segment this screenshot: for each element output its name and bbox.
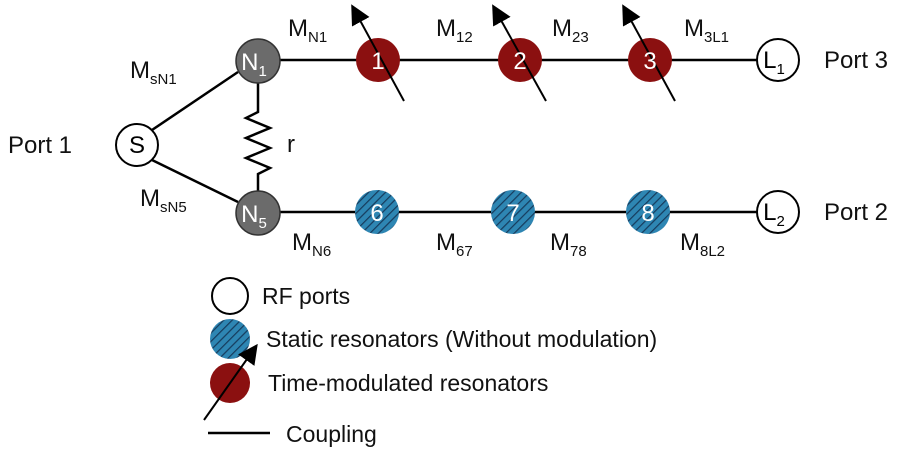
resonator-3-label: 3 xyxy=(643,48,656,75)
resonator-2-label: 2 xyxy=(513,48,526,75)
modulated-resonator-1: 1 xyxy=(351,4,405,102)
resonator-6-label: 6 xyxy=(370,200,383,227)
coupling-msn5-label: MsN5 xyxy=(140,185,187,216)
coupling-lines xyxy=(151,58,758,214)
junction-node-n5 xyxy=(235,190,281,236)
junction-n1-label: N1 xyxy=(241,49,267,80)
coupling-m23-label: M23 xyxy=(552,15,589,46)
coupling-m3l1-label: M3L1 xyxy=(684,15,729,46)
port-3-label: Port 3 xyxy=(824,47,888,74)
resistor-label: r xyxy=(287,131,295,158)
line-s-n5 xyxy=(151,158,239,204)
load-node-l1 xyxy=(756,38,800,82)
load-l2-sub: 2 xyxy=(777,213,785,230)
coupling-m78-label: M78 xyxy=(550,229,587,260)
port-1-label: Port 1 xyxy=(8,132,72,159)
static-resonator-8: 8 xyxy=(626,190,670,234)
junction-n5-label: N5 xyxy=(241,201,267,232)
resonator-7-label: 7 xyxy=(506,200,519,227)
modulated-resonator-3: 3 xyxy=(622,4,676,102)
resonator-8-label: 8 xyxy=(641,200,654,227)
coupling-mn1-label: MN1 xyxy=(288,15,327,46)
port-2-label: Port 2 xyxy=(824,199,888,226)
load-l1-label: L1 xyxy=(763,47,785,78)
source-node-label: S xyxy=(129,132,145,159)
junction-node-n1 xyxy=(235,38,281,84)
load-node-l2 xyxy=(756,190,800,234)
line-s-n1 xyxy=(151,70,239,132)
load-l2-label: L2 xyxy=(763,199,785,230)
coupling-m8l2-label: M8L2 xyxy=(680,229,725,260)
legend: RF ports Static resonators (Without modu… xyxy=(203,277,657,447)
load-l1-sub: 1 xyxy=(777,61,785,78)
legend-modulated-swatch xyxy=(203,343,258,421)
coupling-mn6-label: MN6 xyxy=(292,229,331,260)
static-resonator-6: 6 xyxy=(355,190,399,234)
legend-coupling-label: Coupling xyxy=(286,421,377,447)
modulated-resonator-2: 2 xyxy=(492,4,547,102)
legend-static-swatch xyxy=(210,319,250,359)
junction-n1-sub: 1 xyxy=(259,63,267,80)
source-node xyxy=(115,123,159,167)
legend-rf-ports-label: RF ports xyxy=(262,283,350,309)
legend-rf-port-swatch xyxy=(211,277,249,315)
resonator-1-label: 1 xyxy=(371,48,384,75)
resistor xyxy=(242,82,274,192)
static-resonator-7: 7 xyxy=(491,190,535,234)
legend-static-label: Static resonators (Without modulation) xyxy=(266,326,657,352)
legend-modulated-label: Time-modulated resonators xyxy=(268,370,548,396)
coupling-m67-label: M67 xyxy=(436,229,473,260)
coupling-m12-label: M12 xyxy=(436,15,473,46)
junction-n5-sub: 5 xyxy=(259,215,267,232)
coupling-msn1-label: MsN1 xyxy=(130,57,177,88)
